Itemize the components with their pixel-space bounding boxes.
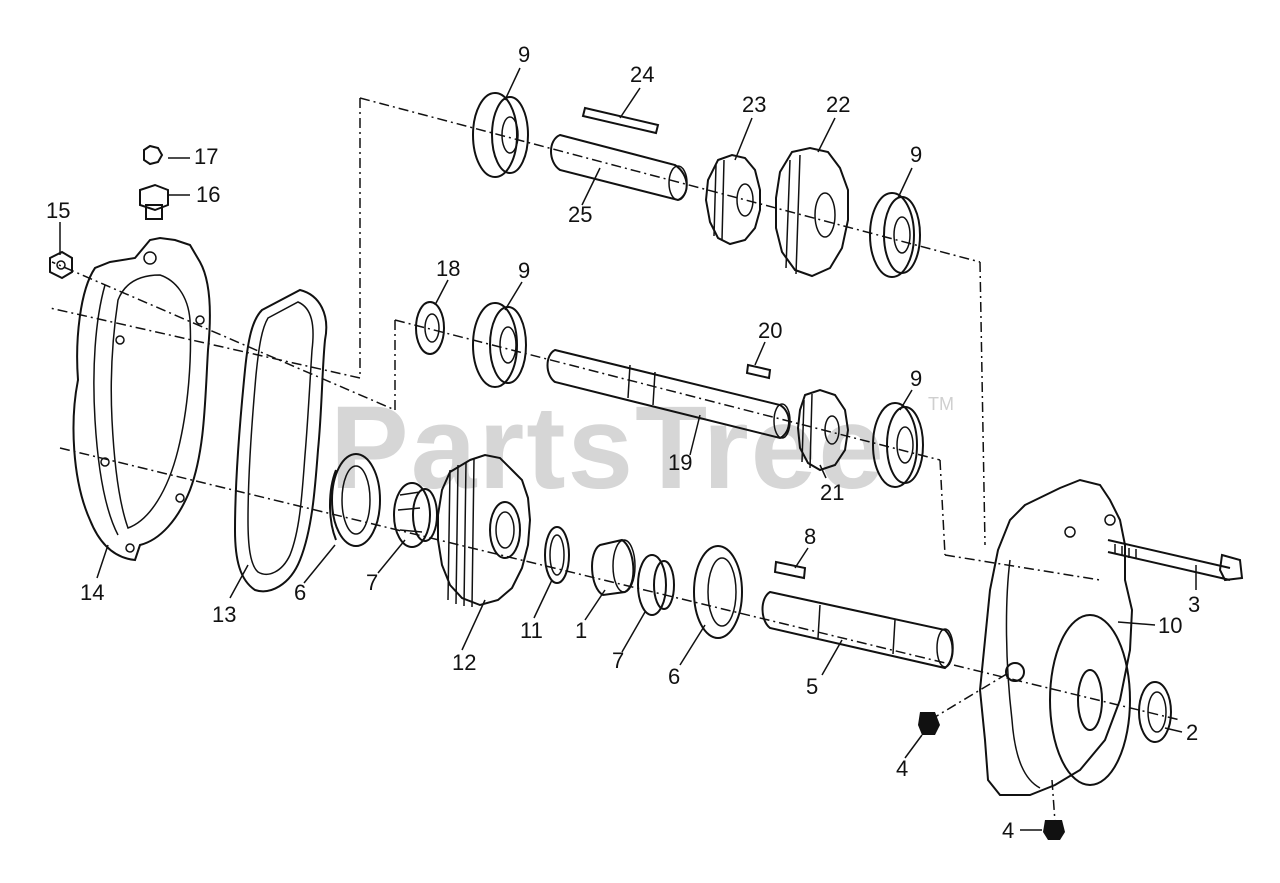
key-20 xyxy=(745,363,772,380)
sleeve-25 xyxy=(550,133,688,202)
alignment-lines xyxy=(49,97,1181,823)
callout-6-right: 6 xyxy=(668,664,680,689)
callout-2: 2 xyxy=(1186,720,1198,745)
gear-22 xyxy=(775,146,849,278)
callout-25: 25 xyxy=(568,202,592,227)
hex-bolt xyxy=(1107,539,1244,582)
ball-bearing-top-left xyxy=(472,92,529,178)
callout-5: 5 xyxy=(806,674,818,699)
nut-15 xyxy=(49,250,73,280)
callout-20: 20 xyxy=(758,318,782,343)
callout-9-top-right: 9 xyxy=(910,142,922,167)
output-shaft xyxy=(761,590,954,670)
callout-labels: 9 24 23 22 9 25 17 16 15 18 9 20 9 19 21… xyxy=(46,42,1200,843)
callout-19: 19 xyxy=(668,450,692,475)
callout-23: 23 xyxy=(742,92,766,117)
callout-15: 15 xyxy=(46,198,70,223)
callout-3: 3 xyxy=(1188,592,1200,617)
small-gear-21 xyxy=(796,388,850,472)
callout-9-mid-right: 9 xyxy=(910,366,922,391)
callout-13: 13 xyxy=(212,602,236,627)
pin-24 xyxy=(581,106,660,135)
breather-fitting xyxy=(139,183,169,220)
bushing xyxy=(591,538,636,597)
callout-7-left: 7 xyxy=(366,570,378,595)
thrust-washer xyxy=(415,301,445,355)
breather-cap xyxy=(143,144,164,166)
callout-24: 24 xyxy=(630,62,654,87)
callout-22: 22 xyxy=(826,92,850,117)
key-8 xyxy=(773,560,807,580)
small-gear-23 xyxy=(704,153,761,246)
leader-lines xyxy=(59,67,1197,831)
left-gear-case-housing xyxy=(72,236,211,562)
callout-21: 21 xyxy=(820,480,844,505)
oil-seal xyxy=(1138,681,1172,743)
ball-bearing-mid-right xyxy=(872,402,924,488)
callout-12: 12 xyxy=(452,650,476,675)
callout-11: 11 xyxy=(520,618,543,643)
callout-6-left: 6 xyxy=(294,580,306,605)
callout-4-upper: 4 xyxy=(896,756,908,781)
watermark-text: PartsTree xyxy=(330,382,886,514)
bearing-cup-left xyxy=(329,453,381,547)
watermark-trademark: TM xyxy=(928,394,954,414)
right-gear-case-housing xyxy=(978,478,1134,796)
snap-ring xyxy=(544,526,570,584)
callout-4-lower: 4 xyxy=(1002,818,1014,843)
countershaft xyxy=(546,348,791,440)
callout-10: 10 xyxy=(1158,613,1182,638)
large-spur-gear xyxy=(437,453,532,608)
callout-9-mid-left: 9 xyxy=(518,258,530,283)
tapered-bearing-right xyxy=(637,554,675,616)
plug-lower xyxy=(1043,820,1065,840)
callout-16: 16 xyxy=(196,182,220,207)
callout-18: 18 xyxy=(436,256,460,281)
bearing-cup-right xyxy=(693,545,743,639)
callout-1: 1 xyxy=(575,618,587,643)
ball-bearing-mid-left xyxy=(472,302,527,388)
callout-8: 8 xyxy=(804,524,816,549)
callout-17: 17 xyxy=(194,144,218,169)
plug-upper xyxy=(918,712,940,735)
callout-14: 14 xyxy=(80,580,104,605)
callout-7-right: 7 xyxy=(612,648,624,673)
callout-9-top-left: 9 xyxy=(518,42,530,67)
gasket xyxy=(233,288,328,593)
ball-bearing-top-right xyxy=(869,192,921,278)
